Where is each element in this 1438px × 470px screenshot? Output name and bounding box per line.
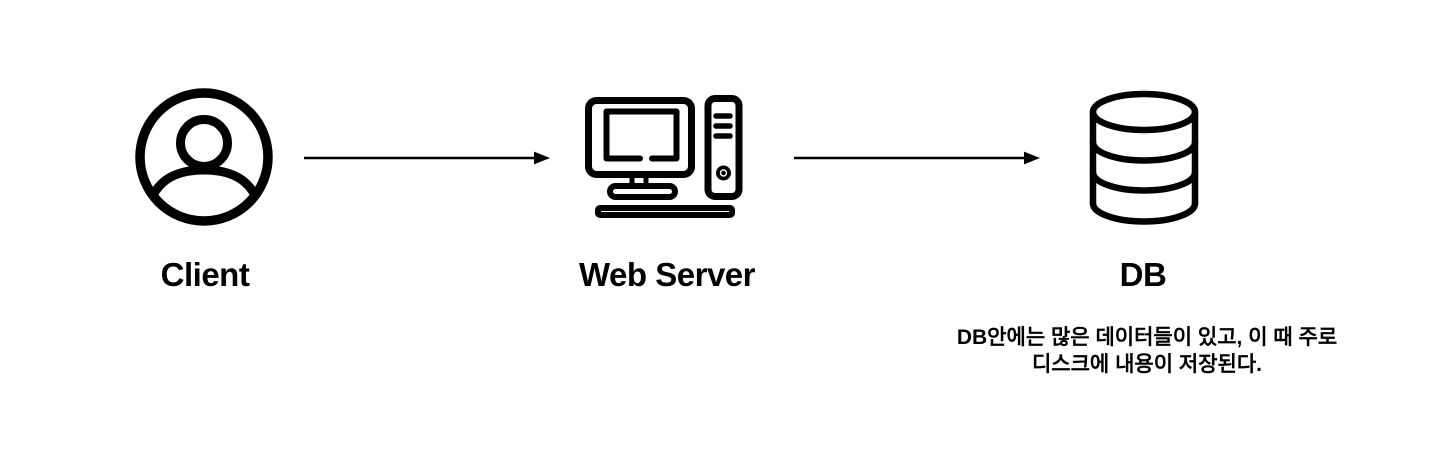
database-icon	[1089, 90, 1199, 225]
db-caption: DB안에는 많은 데이터들이 있고, 이 때 주로 디스크에 내용이 저장된다.	[957, 324, 1337, 378]
user-circle-icon	[134, 87, 274, 227]
node-label-client: Client	[160, 256, 250, 293]
desktop-computer-icon	[585, 95, 745, 219]
db-caption-line-2: 디스크에 내용이 저장된다.	[1031, 353, 1263, 376]
db-caption-line-1: DB안에는 많은 데이터들이 있고, 이 때 주로	[956, 326, 1338, 349]
node-label-db: DB	[1119, 256, 1167, 293]
arrow-webserver-to-db-icon	[794, 151, 1040, 165]
arrow-client-to-webserver-icon	[304, 151, 550, 165]
node-label-web-server: Web Server	[579, 256, 755, 293]
